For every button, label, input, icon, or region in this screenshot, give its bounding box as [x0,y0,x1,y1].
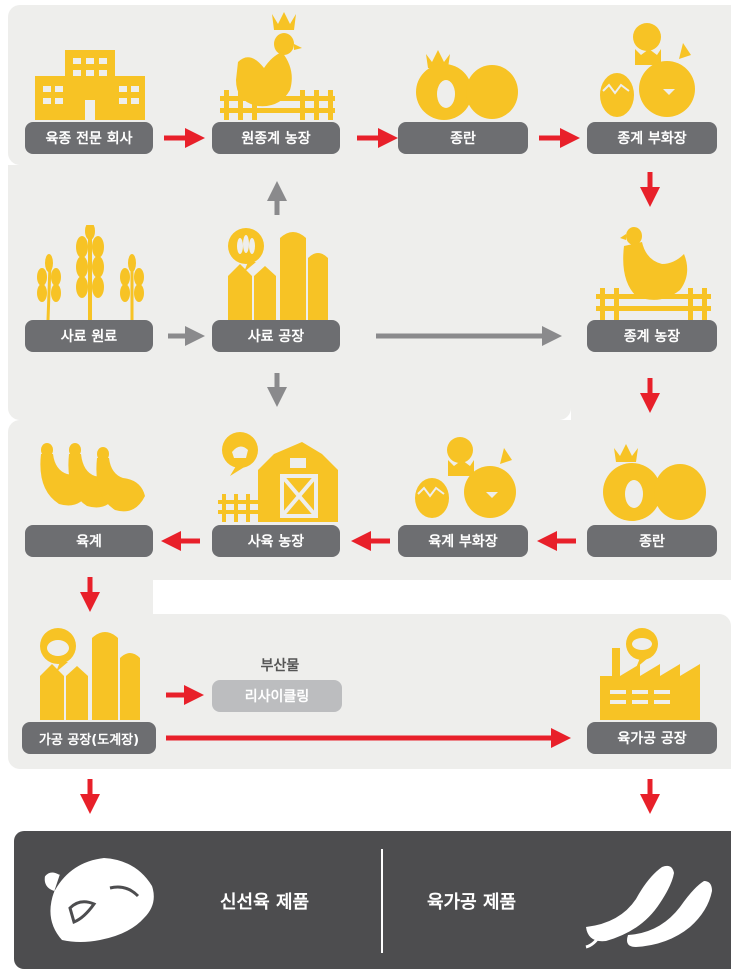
node-feed-material: 사료 원료 [25,320,153,352]
node-breeding-company: 육종 전문 회사 [25,122,153,154]
factory-icon [600,628,700,720]
sausage-icon [585,865,712,949]
node-feed-mill: 사료 공장 [212,320,340,352]
silo-icon [228,228,328,320]
node-hatching-egg-1: 종란 [398,122,528,154]
node-broiler-farm: 사육 농장 [212,525,340,557]
node-broiler: 육계 [25,525,153,557]
whole-chicken-icon [42,858,154,942]
egg-crown-icon [416,50,518,120]
silo-chicken-icon [40,628,140,720]
node-breeder-farm: 종계 농장 [587,320,717,352]
node-breeder-hatchery: 종계 부화장 [587,122,717,154]
hen-icon [596,227,711,320]
hen-crown-icon [220,12,335,120]
chicks-hatching-icon [600,23,695,117]
products-divider [381,849,383,953]
barn-icon [218,432,338,522]
byproduct-label: 부산물 [260,658,300,674]
broilers-icon [40,443,145,512]
node-gp-farm: 원종계 농장 [212,122,340,154]
chicks-icon [415,437,516,518]
egg-crown-icon [603,444,706,521]
product-fresh: 신선육 제품 [220,892,310,913]
node-hatching-egg-2: 종란 [587,525,717,557]
node-meat-processing-plant: 육가공 공장 [587,722,717,754]
wheat-icon [37,225,144,320]
building-icon [35,50,145,120]
node-recycling: 리사이클링 [212,680,342,712]
node-broiler-hatchery: 육계 부화장 [398,525,528,557]
product-processed: 육가공 제품 [427,892,517,913]
node-processing-plant: 가공 공장(도계장) [22,722,156,754]
